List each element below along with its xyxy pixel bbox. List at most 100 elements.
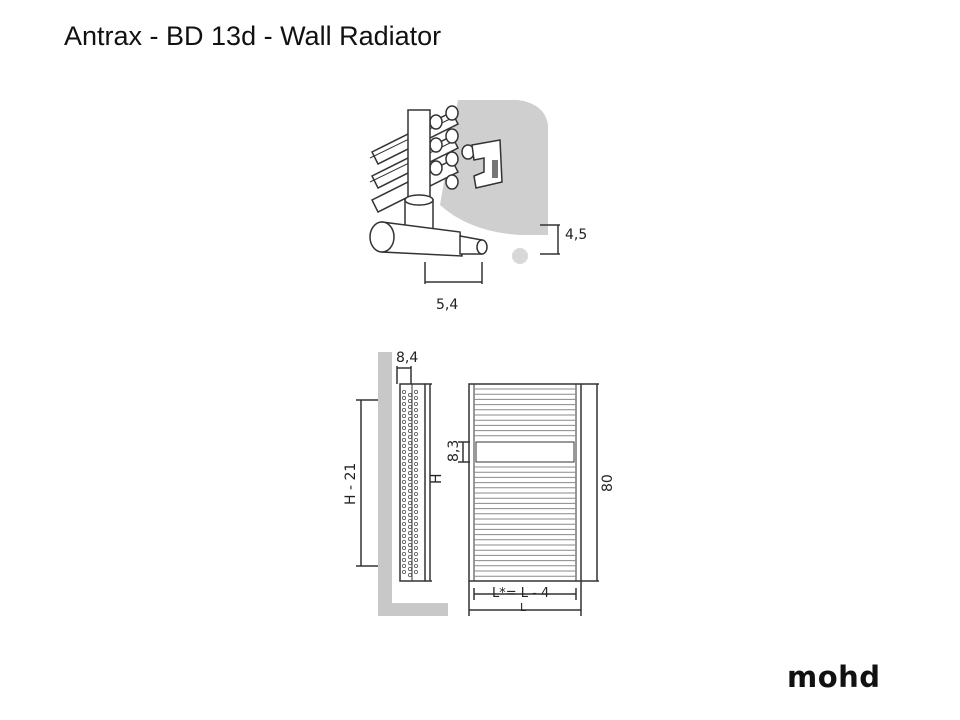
tube-end-dot: [407, 392, 412, 397]
valve-detail-view: 4,5 5,4: [369, 100, 587, 313]
tube-end-dot: [413, 449, 418, 454]
tube-end-dot: [413, 473, 418, 478]
dim-label-gap-height: 8,3: [446, 440, 462, 462]
tube-end-dot: [407, 531, 412, 536]
pipe-dot: [512, 248, 528, 264]
wall-bracket: [471, 139, 503, 189]
tube-end-dot: [407, 458, 412, 463]
tube-end-dot: [401, 546, 406, 551]
tube-end-dot: [407, 537, 412, 542]
tube-end-dot: [401, 558, 406, 563]
tube-end-dot: [401, 528, 406, 533]
tube-end-dot: [413, 540, 418, 545]
tube-end-dot: [413, 407, 418, 412]
dim-total-height: [581, 383, 599, 582]
tube-end-dot: [407, 500, 412, 505]
dim-label-side-height: H: [429, 473, 445, 484]
tube-end-dot: [407, 464, 412, 469]
tube-end-dot: [413, 570, 418, 575]
tube-end-dot: [413, 413, 418, 418]
tube-end-dot: [407, 452, 412, 457]
tube-end-dot: [401, 503, 406, 508]
dim-bracket-height: [540, 224, 560, 255]
tube-end-dot: [401, 419, 406, 424]
brand-logo: mohd: [787, 660, 881, 694]
tube-end-dot: [401, 564, 406, 569]
tube-end-dot: [407, 470, 412, 475]
tube-end-dot: [413, 534, 418, 539]
tube-end-dot: [413, 425, 418, 430]
tube-end-dot: [407, 567, 412, 572]
tube-end-dot: [413, 503, 418, 508]
tube-end-dot: [407, 555, 412, 560]
tube-end-dot: [401, 516, 406, 521]
tube-end-dot: [413, 509, 418, 514]
tube-end-dot: [401, 389, 406, 394]
tube-end-dot: [401, 509, 406, 514]
tube-end-dot: [413, 497, 418, 502]
tube-end-dot: [401, 425, 406, 430]
tube-end-dot: [413, 467, 418, 472]
tube-end-dot: [413, 491, 418, 496]
tube-end-dot: [401, 540, 406, 545]
tube-end-dot: [407, 410, 412, 415]
tube-end-dot: [407, 549, 412, 554]
valve: [369, 194, 488, 257]
tube-end-dot: [413, 522, 418, 527]
tube-end-dot: [407, 476, 412, 481]
tube-end-dot: [401, 473, 406, 478]
tube-end-dot: [401, 491, 406, 496]
wall-profile: [378, 352, 448, 616]
tube-end-dot: [407, 494, 412, 499]
tube-end-dot: [407, 398, 412, 403]
tube-end-dot: [413, 516, 418, 521]
tube-end-dot: [401, 467, 406, 472]
dim-label-bracket-height: 4,5: [565, 227, 587, 243]
tube-end-dot: [401, 443, 406, 448]
tube-end-dot: [401, 407, 406, 412]
page-title: Antrax - BD 13d - Wall Radiator: [64, 21, 442, 51]
dim-label-valve-offset: 5,4: [436, 297, 458, 313]
tube-end-dot: [413, 443, 418, 448]
tube-end-dot: [407, 573, 412, 578]
tube-end-dot: [407, 506, 412, 511]
tube-end-dot: [401, 552, 406, 557]
tube-end-dot: [401, 437, 406, 442]
tube-end-dot: [407, 482, 412, 487]
tube-end-dot: [413, 455, 418, 460]
dim-valve-offset: [424, 262, 483, 284]
tube-end-dot: [401, 461, 406, 466]
dim-label-total-height: 80: [600, 474, 616, 492]
towel-gap: [475, 441, 575, 463]
tube-end-dot: [407, 525, 412, 530]
tube-end-dot: [401, 395, 406, 400]
tube-end-dot: [407, 519, 412, 524]
tube-ends: [429, 105, 475, 190]
front-view: 8,3 80 L*= L - 4 L: [446, 383, 616, 616]
dim-gap-height: [458, 441, 470, 463]
tube-end-dot: [413, 558, 418, 563]
dim-label-overall-width: L: [520, 601, 527, 614]
tube-end-dot: [401, 431, 406, 436]
dim-label-wall-distance: 8,4: [396, 350, 418, 366]
tube-end-dot: [413, 552, 418, 557]
tube-end-dots: [401, 389, 418, 578]
tube-end-dot: [407, 543, 412, 548]
tube-end-dot: [401, 401, 406, 406]
tube-end-dot: [413, 401, 418, 406]
tube-end-dot: [413, 546, 418, 551]
tube-end-dot: [407, 416, 412, 421]
tube-end-dot: [407, 434, 412, 439]
tube-end-dot: [407, 446, 412, 451]
tube-end-dot: [401, 449, 406, 454]
tube-end-dot: [413, 528, 418, 533]
tube-end-dot: [413, 419, 418, 424]
dim-label-pipe-spacing: H - 21: [343, 463, 359, 505]
tube-end-dot: [407, 440, 412, 445]
dim-wall-distance: [396, 366, 412, 384]
tube-end-dot: [407, 488, 412, 493]
tube-end-dot: [407, 561, 412, 566]
horizontal-bars: [474, 388, 576, 577]
dim-inner-width: [468, 581, 582, 616]
tube-end-dot: [413, 395, 418, 400]
